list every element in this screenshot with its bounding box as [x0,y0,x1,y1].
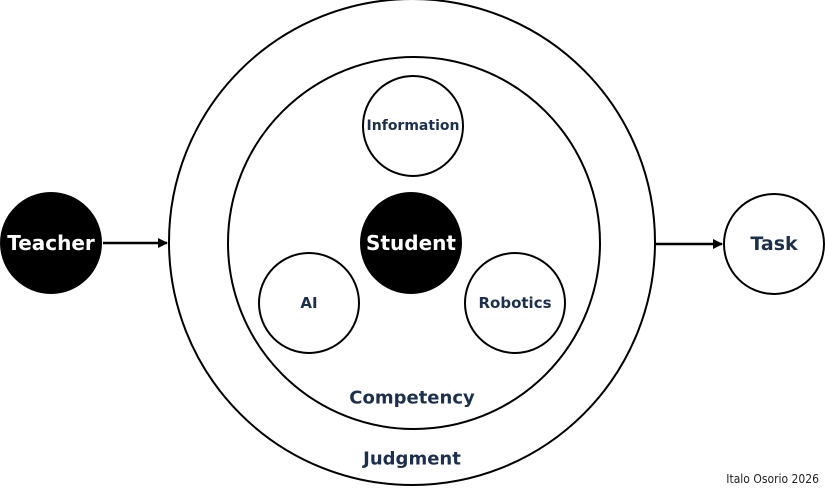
robotics-label: Robotics [478,294,551,312]
task-label: Task [750,233,798,255]
judgment-circle [168,0,656,486]
competency-circle [227,56,601,430]
task-node [723,193,825,295]
information-node [362,75,464,177]
information-label: Information [367,118,460,134]
competency-label: Competency [349,388,475,409]
student-label: Student [366,231,456,255]
teacher-label: Teacher [7,231,95,255]
judgment-label: Judgment [361,449,461,470]
ai-label: AI [300,294,317,312]
teacher-node [0,192,102,294]
credit-text: Italo Osorio 2026 [726,472,819,486]
student-node [360,192,462,294]
ai-node [258,252,360,354]
robotics-node [464,252,566,354]
